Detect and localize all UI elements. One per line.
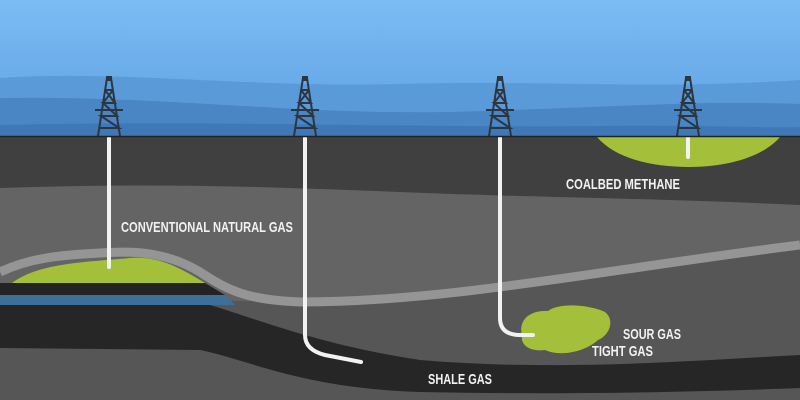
label-tight-gas: TIGHT GAS — [592, 343, 653, 360]
label-coalbed: COALBED METHANE — [566, 176, 680, 193]
label-sour-gas: SOUR GAS — [623, 326, 681, 343]
shale-layer — [0, 305, 800, 394]
conventional-gas-reservoir — [12, 257, 205, 283]
lower-rock-layer — [0, 245, 800, 400]
impermeable-band — [0, 240, 800, 307]
tight-gas-well — [498, 136, 535, 337]
tight-gas-deposit — [521, 305, 611, 354]
shale-horizontal-well — [303, 136, 363, 364]
label-shale-gas: SHALE GAS — [428, 371, 492, 388]
cap-rock-layer — [0, 283, 225, 295]
near-hills — [0, 123, 800, 137]
water-layer — [0, 295, 235, 305]
label-conventional: CONVENTIONAL NATURAL GAS — [121, 219, 293, 236]
